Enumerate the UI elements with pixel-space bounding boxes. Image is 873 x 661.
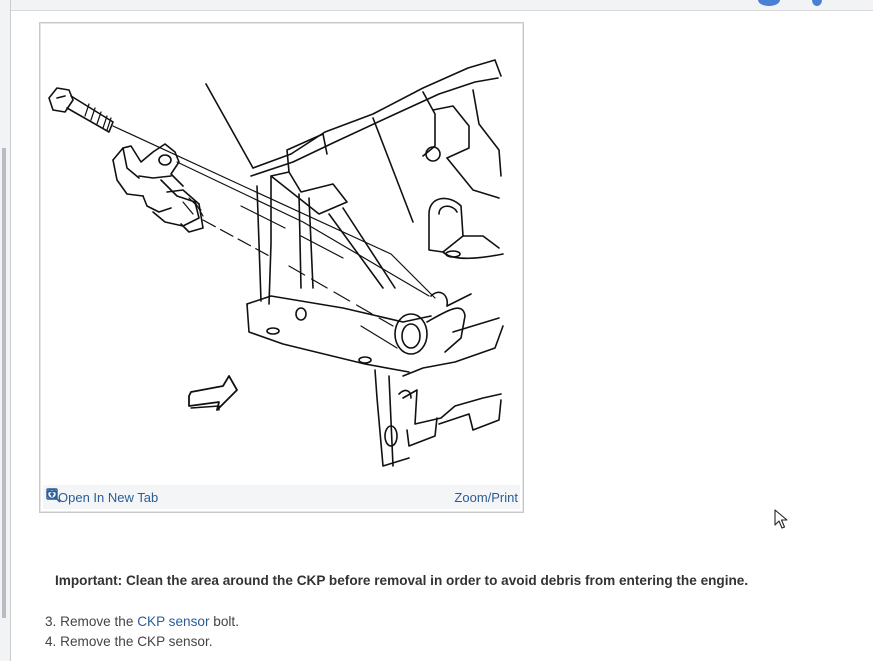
figure-action-bar: Open In New Tab Zoom/Print bbox=[43, 485, 520, 509]
zoom-print-link[interactable]: Zoom/Print bbox=[46, 488, 518, 505]
left-scroll-edge bbox=[0, 0, 11, 661]
step-prefix: Remove the bbox=[60, 614, 138, 629]
left-edge-shade bbox=[2, 148, 6, 618]
step-number: 4. bbox=[45, 634, 57, 649]
ckp-sensor-link[interactable]: CKP sensor bbox=[137, 614, 210, 629]
toolbar-small-icon[interactable] bbox=[812, 0, 822, 6]
ckp-sensor-illustration[interactable] bbox=[43, 26, 520, 485]
important-note: Important: Clean the area around the CKP… bbox=[55, 573, 749, 588]
list-item: 4. Remove the CKP sensor. bbox=[45, 634, 239, 654]
top-toolbar-strip bbox=[0, 0, 873, 11]
zoom-print-label: Zoom/Print bbox=[454, 489, 518, 505]
mouse-pointer-icon bbox=[774, 509, 788, 534]
open-in-new-tab-label: Open In New Tab bbox=[58, 489, 159, 505]
step-suffix: bolt. bbox=[209, 614, 239, 629]
list-item: 3. Remove the CKP sensor bolt. bbox=[45, 614, 239, 634]
procedure-steps: 3. Remove the CKP sensor bolt. 4. Remove… bbox=[45, 614, 239, 654]
illustration-figure: Open In New Tab Zoom/Print bbox=[39, 22, 524, 513]
step-number: 3. bbox=[45, 614, 57, 629]
step-text: Remove the CKP sensor. bbox=[60, 634, 213, 649]
toolbar-circle-icon[interactable] bbox=[758, 0, 780, 6]
open-in-new-tab-link[interactable]: Open In New Tab bbox=[46, 488, 159, 505]
